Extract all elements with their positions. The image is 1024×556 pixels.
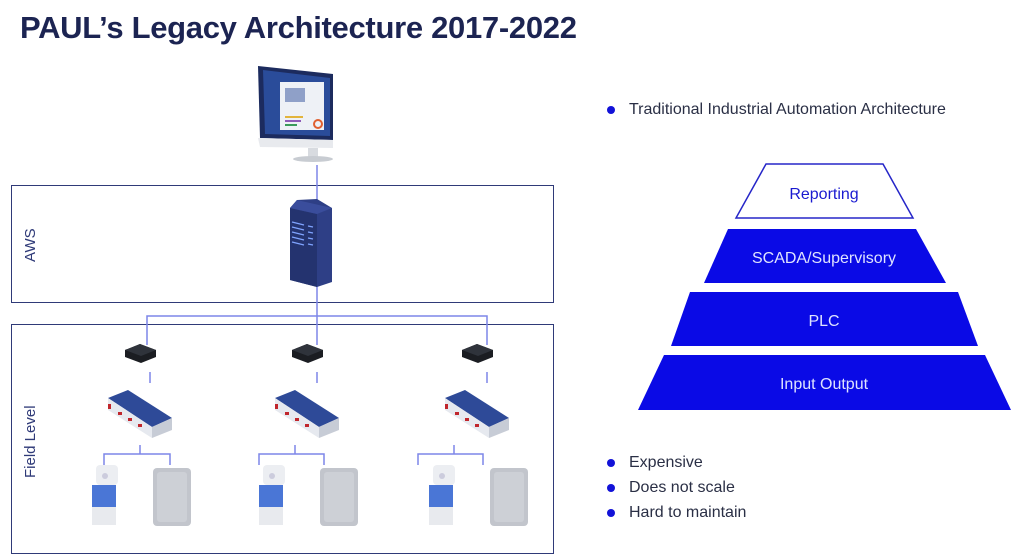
pyramid-tier-reporting <box>734 163 915 219</box>
header-bullet: Traditional Industrial Automation Archit… <box>607 101 946 119</box>
tier-label-reporting: Reporting <box>789 186 859 203</box>
bullet-dot-icon <box>607 484 615 492</box>
bullet-item: Does not scale <box>607 479 735 497</box>
plc-controller-icon <box>108 390 172 438</box>
field-device-column <box>92 344 191 526</box>
monitor-icon <box>258 66 333 162</box>
enclosure-device-icon <box>153 468 191 526</box>
bullet-dot-icon <box>607 509 615 517</box>
aws-zone <box>11 185 554 303</box>
tier-label-scada: SCADA/Supervisory <box>751 250 897 267</box>
bullet-dot-icon <box>607 106 615 114</box>
bullet-dot-icon <box>607 459 615 467</box>
field-level-zone <box>11 324 554 554</box>
automation-pyramid <box>638 163 1011 410</box>
router-icon <box>125 344 156 363</box>
pyramid-tier-plc <box>671 292 978 346</box>
pyramid-tier-input-output <box>638 355 1011 410</box>
connector-lines <box>103 165 488 465</box>
bullet-item: Hard to maintain <box>607 504 746 522</box>
bullet-item: Expensive <box>607 454 703 472</box>
tier-label-input-output: Input Output <box>779 376 869 393</box>
server-icon <box>290 199 332 287</box>
pyramid-tier-scada <box>704 229 946 283</box>
sensor-device-icon <box>92 465 118 525</box>
page-title: PAUL’s Legacy Architecture 2017-2022 <box>20 10 577 45</box>
tier-label-plc: PLC <box>808 313 840 330</box>
